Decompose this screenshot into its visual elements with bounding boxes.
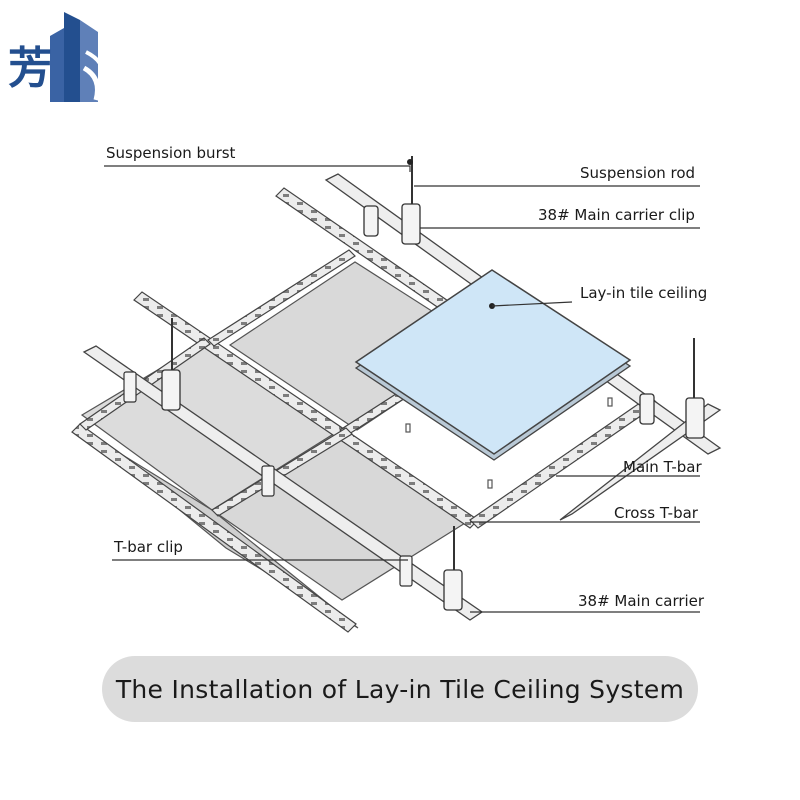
label-lay-in-tile-ceiling: Lay-in tile ceiling [580, 284, 708, 302]
building-logo-icon [50, 12, 105, 102]
label-main-carrier-clip: 38# Main carrier clip [538, 206, 695, 224]
carrier-clip-left-2 [363, 205, 379, 237]
label-suspension-burst: Suspension burst [106, 144, 236, 162]
t-bar-clip-1 [261, 465, 275, 497]
label-t-bar-clip: T-bar clip [114, 538, 183, 556]
cross-t-bar-1 [207, 249, 356, 347]
caption-pill: The Installation of Lay-in Tile Ceiling … [102, 656, 698, 722]
cross-t-bar-3 [211, 427, 353, 517]
brand-logo: 芳 [6, 8, 110, 104]
carrier-clip-front [443, 569, 463, 611]
label-suspension-rod: Suspension rod [580, 164, 696, 182]
main-t-bar-front [71, 423, 357, 633]
t-bar-clip-3 [123, 371, 137, 403]
leader-suspension-burst [104, 165, 411, 172]
t-bar-clips [123, 371, 413, 587]
leader-lay-in-tile [491, 301, 573, 307]
carrier-clip-back [401, 203, 421, 245]
label-main-t-bar: Main T-bar [623, 458, 702, 476]
t-bar-clip-2 [399, 555, 413, 587]
carrier-clip-mid [639, 393, 655, 425]
main-carrier-clips [161, 203, 705, 611]
label-cross-t-bar: Cross T-bar [614, 504, 698, 522]
carrier-clip-left [161, 369, 181, 411]
suspension-burst-icon [407, 159, 413, 165]
carrier-clip-right [685, 397, 705, 439]
label-main-carrier: 38# Main carrier [578, 592, 705, 610]
main-carrier-right [559, 403, 722, 521]
lay-in-tile [354, 269, 632, 461]
caption-text: The Installation of Lay-in Tile Ceiling … [115, 674, 685, 704]
hanger-slots [405, 397, 613, 489]
main-t-bars [71, 187, 659, 633]
logo-character: 芳 [8, 43, 52, 94]
leader-lines [104, 165, 700, 613]
